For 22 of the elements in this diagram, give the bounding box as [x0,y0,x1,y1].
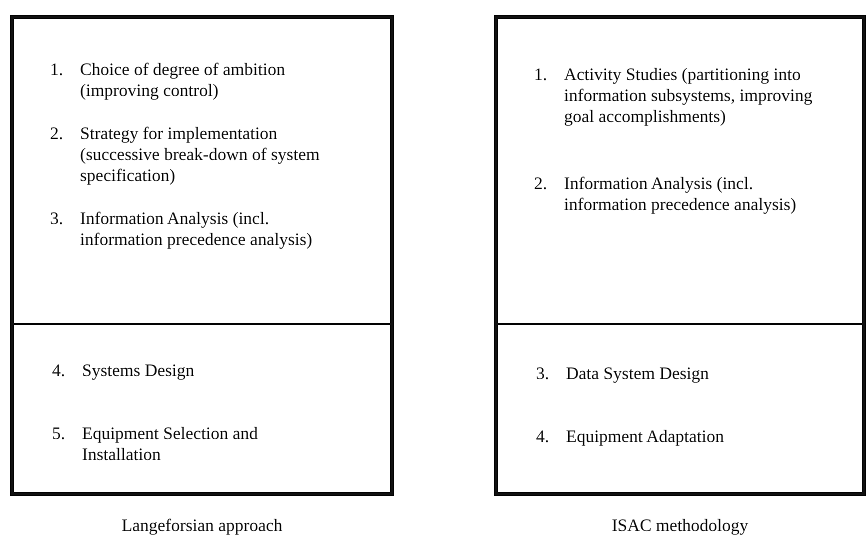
item-text: Choice of degree of ambition (improving control) [80,59,286,101]
item-text: Equipment Adaptation [566,426,724,447]
item-text: Systems Design [82,360,194,381]
item-number: 3. [50,208,64,230]
item-text: Strategy for implementation (successive break-down of system specification) [80,123,321,186]
item-number: 2. [50,123,64,145]
node-label: ISAC methodology [610,515,750,535]
item-number: 2. [534,173,548,195]
item-text: Information Analysis (incl. information precedence analysis) [564,173,798,215]
item-text: Data System Design [566,363,709,384]
item-number: 4. [536,426,550,447]
item-text: Activity Studies (partitioning into information subsystems, improving goal accomplishments) [564,64,814,127]
item-text: Equipment Selection and Installation [82,423,259,465]
outline-box [10,15,394,496]
node-label: Langeforsian approach [120,515,284,535]
item-number: 4. [52,360,66,381]
item-number: 1. [50,59,64,81]
outline-box [494,15,866,496]
item-text: Information Analysis (incl. information precedence analysis) [80,208,314,250]
item-number: 1. [534,64,548,86]
item-number: 3. [536,363,550,384]
item-number: 5. [52,423,66,445]
